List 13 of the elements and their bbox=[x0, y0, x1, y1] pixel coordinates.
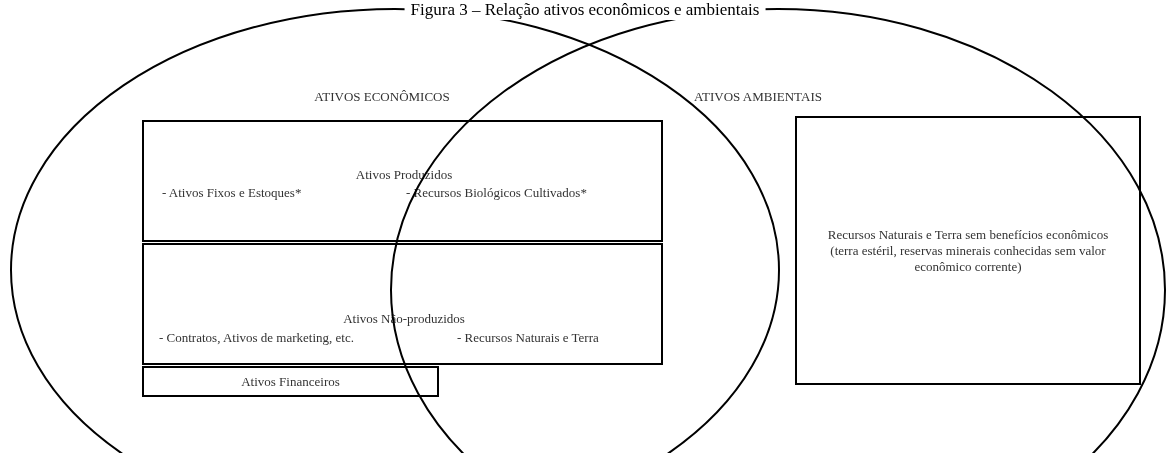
box-label: Ativos Financeiros bbox=[240, 373, 341, 390]
set-heading: ATIVOS AMBIENTAIS bbox=[694, 89, 822, 105]
list-item: - Ativos Fixos e Estoques* bbox=[162, 185, 302, 201]
set-heading: ATIVOS ECONÔMICOS bbox=[314, 89, 450, 105]
category-box bbox=[142, 120, 663, 242]
category-box bbox=[795, 116, 1141, 385]
box-label: Recursos Naturais e Terra sem benefícios econômicos (terra estéril, reservas minerais conhecidas sem valor econômico corrente) bbox=[826, 226, 1110, 275]
category-box bbox=[142, 243, 663, 365]
category-box bbox=[142, 366, 439, 397]
list-item: - Contratos, Ativos de marketing, etc. bbox=[159, 330, 354, 346]
figure-title: Figura 3 – Relação ativos econômicos e ambientais bbox=[404, 0, 766, 20]
list-item: - Recursos Naturais e Terra bbox=[457, 330, 599, 346]
list-item: - Recursos Biológicos Cultivados* bbox=[406, 185, 587, 201]
